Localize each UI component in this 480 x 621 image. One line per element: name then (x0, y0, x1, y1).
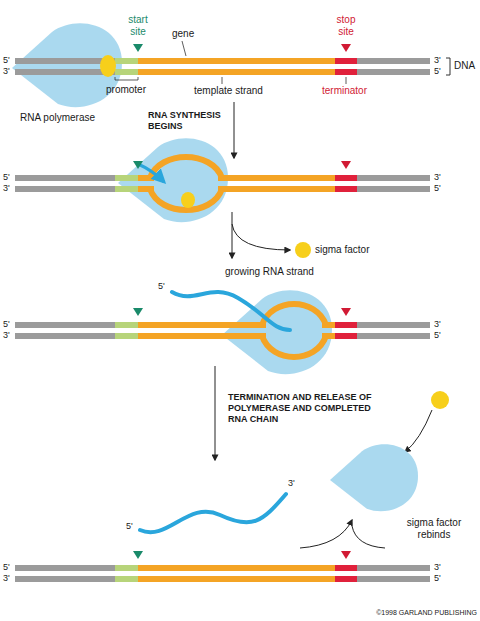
step-arrow (232, 212, 233, 258)
rna-start-arrow (138, 164, 164, 182)
site-marker (133, 308, 351, 316)
part-label: RNA polymerase (20, 112, 95, 123)
end-label: 5' (3, 172, 10, 182)
rna-polymerase (330, 444, 418, 511)
end-label: 5' (3, 55, 10, 65)
promoter-bracket (115, 77, 138, 80)
end-label: 5' (434, 330, 441, 340)
step-arrow (215, 366, 216, 460)
end-label: 5' (434, 573, 441, 583)
sigma-factor (100, 55, 116, 77)
end-label: 5' (434, 183, 441, 193)
dna-double-strand (15, 58, 430, 75)
dna-bubble-strand (262, 336, 326, 357)
release-arrow (232, 224, 290, 250)
rna-polymerase (12, 23, 122, 107)
part-label: DNA (454, 60, 475, 71)
dna-double-strand (15, 322, 430, 339)
leader-line (182, 41, 186, 56)
end-label: 5' (3, 562, 10, 572)
leader-line (346, 77, 347, 84)
end-label: 3' (3, 573, 10, 583)
end-label: 3' (434, 172, 441, 182)
site-label: stop site (337, 14, 356, 37)
copyright-note: ©1998 GARLAND PUBLISHING (376, 609, 477, 616)
dna-bubble-strand (150, 157, 222, 178)
sigma-factor (295, 242, 311, 258)
end-label: 3' (3, 330, 10, 340)
recycle-arrow (300, 520, 352, 548)
end-label: 5' (434, 66, 441, 76)
end-label: 5' (126, 521, 133, 531)
end-label: 5' (158, 281, 165, 291)
step-label: RNA SYNTHESIS BEGINS (148, 110, 221, 131)
growing-rna (172, 292, 290, 330)
dna-double-strand (15, 565, 430, 582)
rna-polymerase (222, 290, 332, 374)
part-label: sigma factor (315, 244, 369, 255)
dna-bubble-strand (150, 189, 222, 210)
site-marker (133, 161, 351, 169)
part-label: gene (172, 28, 194, 39)
part-label: promoter (106, 84, 146, 95)
end-label: 3' (3, 66, 10, 76)
site-label: start site (128, 14, 147, 37)
end-label: 3' (434, 55, 441, 65)
sigma-factor (181, 192, 195, 208)
recycle-arrow (352, 526, 385, 548)
part-label: sigma factor rebinds (407, 517, 461, 540)
step-arrow (234, 102, 235, 158)
leader-line (222, 77, 223, 84)
rebind-arrow (405, 410, 432, 452)
end-label: 5' (3, 319, 10, 329)
step-label: TERMINATION AND RELEASE OF POLYMERASE AN… (228, 392, 372, 424)
site-marker (133, 551, 351, 559)
sigma-factor (431, 391, 449, 409)
part-label: terminator (322, 85, 367, 96)
part-label: growing RNA strand (225, 266, 314, 277)
part-label: template strand (194, 85, 263, 96)
site-marker (133, 44, 351, 52)
end-label: 3' (434, 319, 441, 329)
completed-rna (140, 494, 286, 532)
end-label: 3' (434, 562, 441, 572)
end-label: 3' (3, 183, 10, 193)
dna-bracket (446, 58, 450, 75)
end-label: 3' (288, 478, 295, 488)
open-bubble (154, 174, 218, 194)
